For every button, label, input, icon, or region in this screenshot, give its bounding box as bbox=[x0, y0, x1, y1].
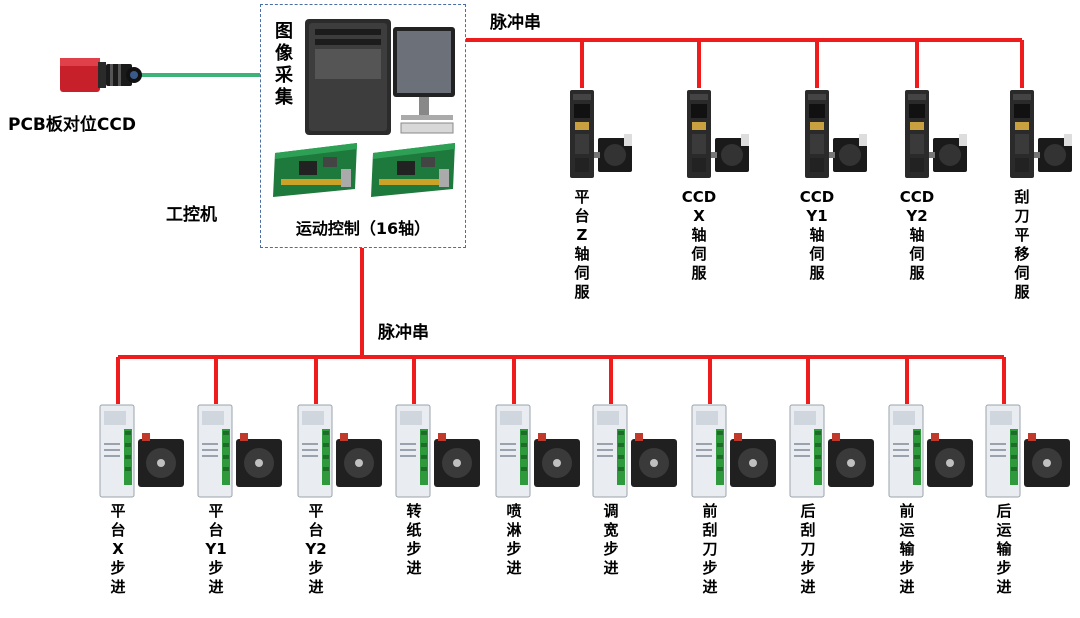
motion-control-label: 运动控制（16轴） bbox=[295, 219, 431, 238]
motion-control-card-icon bbox=[273, 143, 357, 197]
stepper-drive-icon bbox=[99, 404, 184, 498]
stepper-drive-icon bbox=[888, 404, 973, 498]
ipc-box: 图 像 采 集 运动控制（16轴） bbox=[260, 4, 466, 248]
servo-bus-label: 脉冲串 bbox=[490, 13, 541, 33]
stepper-drive-icon bbox=[395, 404, 480, 498]
stepper-label-2: 平 台 Y1 步 进 bbox=[205, 502, 227, 596]
servo-unit-3 bbox=[803, 88, 873, 184]
stepper-drive-icon bbox=[495, 404, 580, 498]
motion-control-card-icon bbox=[371, 143, 455, 197]
stepper-unit-2 bbox=[196, 403, 288, 503]
stepper-unit-8 bbox=[788, 403, 880, 503]
servo-unit-1 bbox=[568, 88, 638, 184]
servo-drive-icon bbox=[687, 90, 749, 178]
industrial-camera-icon bbox=[60, 58, 142, 92]
stepper-label-4: 转 纸 步 进 bbox=[406, 502, 422, 577]
image-acquisition-label: 图 像 采 集 bbox=[275, 21, 293, 108]
stepper-unit-6 bbox=[591, 403, 683, 503]
stepper-label-5: 喷 淋 步 进 bbox=[506, 502, 522, 577]
computer-icon bbox=[305, 19, 455, 135]
ipc-label: 工控机 bbox=[166, 205, 217, 225]
stepper-unit-1 bbox=[98, 403, 190, 503]
servo-unit-4 bbox=[903, 88, 973, 184]
servo-drive-icon bbox=[1010, 90, 1072, 178]
stepper-drive-icon bbox=[985, 404, 1070, 498]
stepper-label-10: 后 运 输 步 进 bbox=[996, 502, 1012, 596]
stepper-drops bbox=[116, 357, 1006, 404]
stepper-label-7: 前 刮 刀 步 进 bbox=[702, 502, 718, 596]
stepper-label-8: 后 刮 刀 步 进 bbox=[800, 502, 816, 596]
stepper-unit-10 bbox=[984, 403, 1076, 503]
camera-label: PCB板对位CCD bbox=[8, 115, 136, 135]
stepper-drive-icon bbox=[789, 404, 874, 498]
servo-drive-icon bbox=[570, 90, 632, 178]
stepper-label-3: 平 台 Y2 步 进 bbox=[305, 502, 327, 596]
servo-unit-5 bbox=[1008, 88, 1078, 184]
stepper-unit-3 bbox=[296, 403, 388, 503]
servo-label-1: 平 台 Z 轴 伺 服 bbox=[574, 188, 590, 301]
stepper-unit-5 bbox=[494, 403, 586, 503]
stepper-label-9: 前 运 输 步 进 bbox=[899, 502, 915, 596]
stepper-drive-icon bbox=[691, 404, 776, 498]
servo-label-4: CCD Y2 轴 伺 服 bbox=[899, 188, 935, 282]
ccd-camera bbox=[58, 50, 142, 102]
servo-drive-icon bbox=[905, 90, 967, 178]
stepper-unit-7 bbox=[690, 403, 782, 503]
servo-unit-2 bbox=[685, 88, 755, 184]
servo-label-5: 刮 刀 平 移 伺 服 bbox=[1014, 188, 1030, 301]
stepper-unit-4 bbox=[394, 403, 486, 503]
stepper-label-6: 调 宽 步 进 bbox=[603, 502, 619, 577]
stepper-unit-9 bbox=[887, 403, 979, 503]
servo-label-3: CCD Y1 轴 伺 服 bbox=[799, 188, 835, 282]
stepper-bus-label: 脉冲串 bbox=[378, 323, 429, 343]
servo-label-2: CCD X 轴 伺 服 bbox=[681, 188, 717, 282]
stepper-drive-icon bbox=[592, 404, 677, 498]
stepper-drive-icon bbox=[197, 404, 282, 498]
servo-drive-icon bbox=[805, 90, 867, 178]
stepper-label-1: 平 台 X 步 进 bbox=[110, 502, 126, 596]
stepper-drive-icon bbox=[297, 404, 382, 498]
